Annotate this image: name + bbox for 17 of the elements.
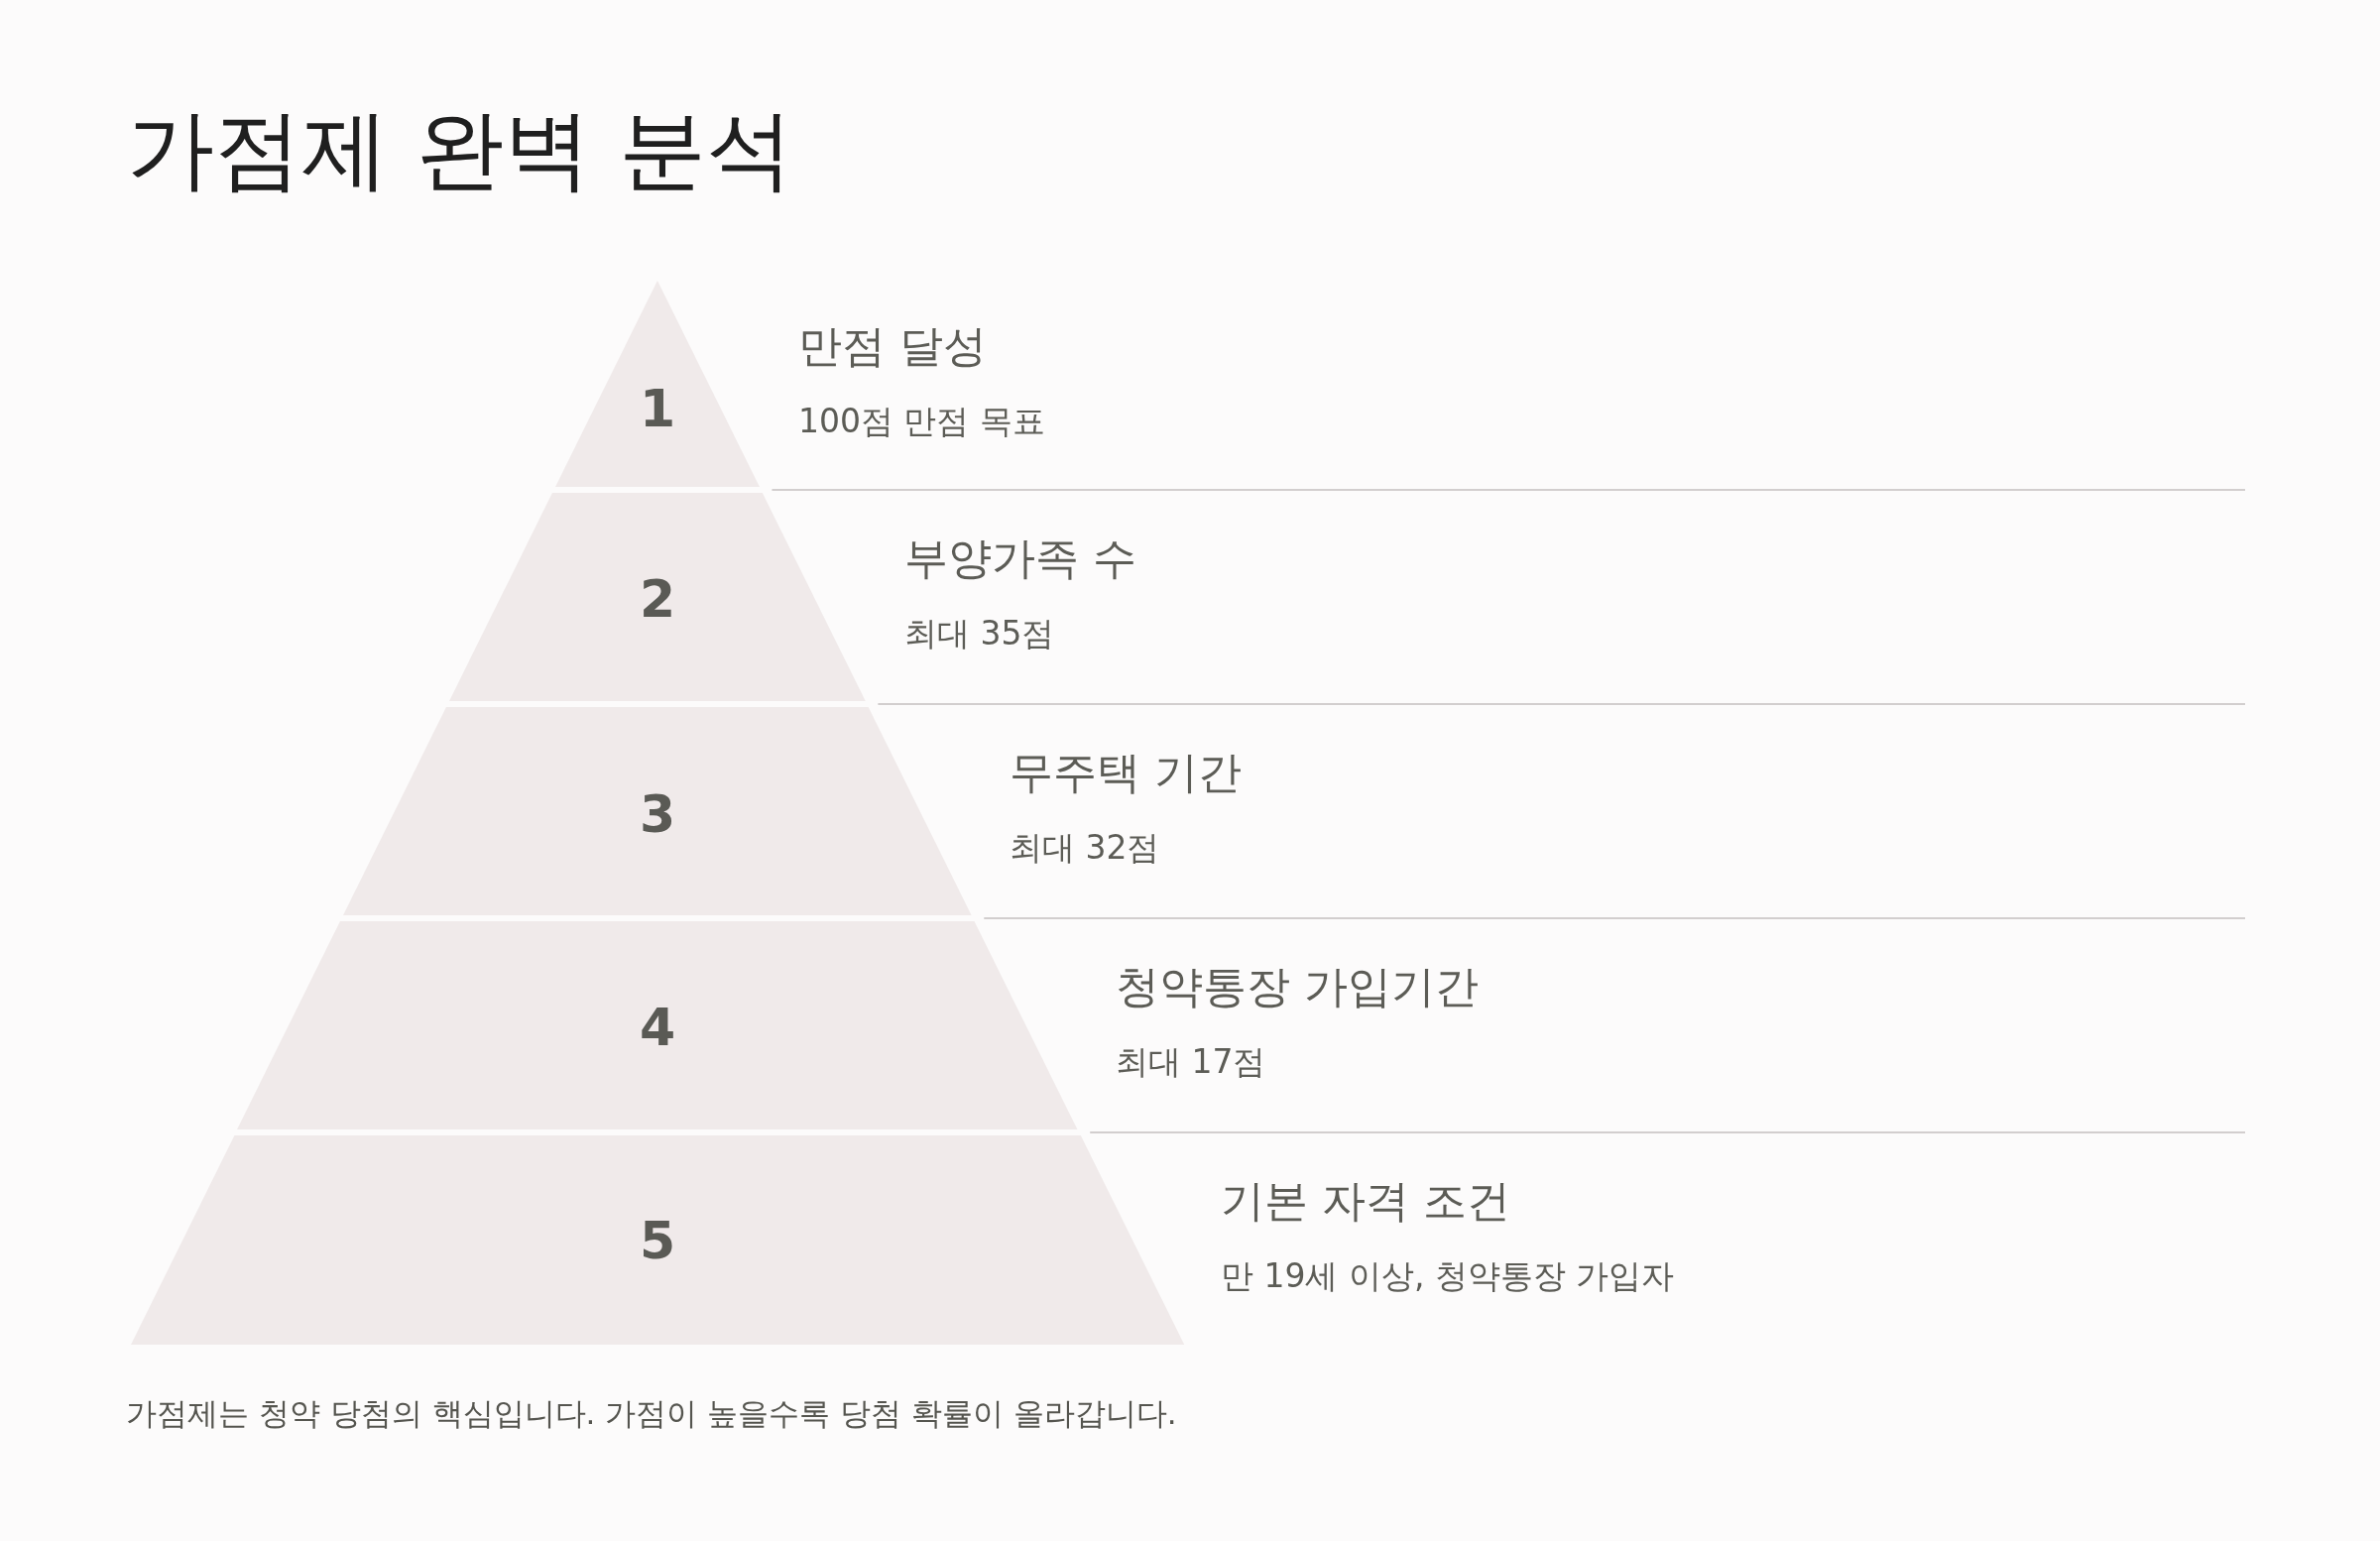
- tier-number: 4: [639, 1000, 676, 1057]
- tier-description: 최대 17점: [1116, 1042, 1266, 1082]
- tier-heading: 청약통장 가입기간: [1116, 960, 1479, 1013]
- tier-description: 100점 만점 목표: [798, 402, 1045, 441]
- tier-number: 5: [639, 1213, 676, 1270]
- tier-description: 최대 35점: [904, 614, 1055, 653]
- tier-heading: 부양가족 수: [904, 532, 1136, 585]
- tier-number: 1: [639, 381, 676, 438]
- tier-number: 2: [639, 571, 676, 629]
- diagram-title: 가점제 완벽 분석: [127, 99, 793, 200]
- tier-description: 최대 32점: [1010, 828, 1160, 868]
- tier-heading: 기본 자격 조건: [1221, 1174, 1510, 1228]
- tier-number: 3: [639, 786, 676, 844]
- tier-description: 만 19세 이상, 청약통장 가입자: [1221, 1256, 1675, 1296]
- caption-text: 가점제는 청약 당첨의 핵심입니다. 가점이 높을수록 당첨 확률이 올라갑니다.: [126, 1395, 1177, 1433]
- tier-heading: 만점 달성: [798, 319, 987, 373]
- tier-heading: 무주택 기간: [1010, 746, 1242, 799]
